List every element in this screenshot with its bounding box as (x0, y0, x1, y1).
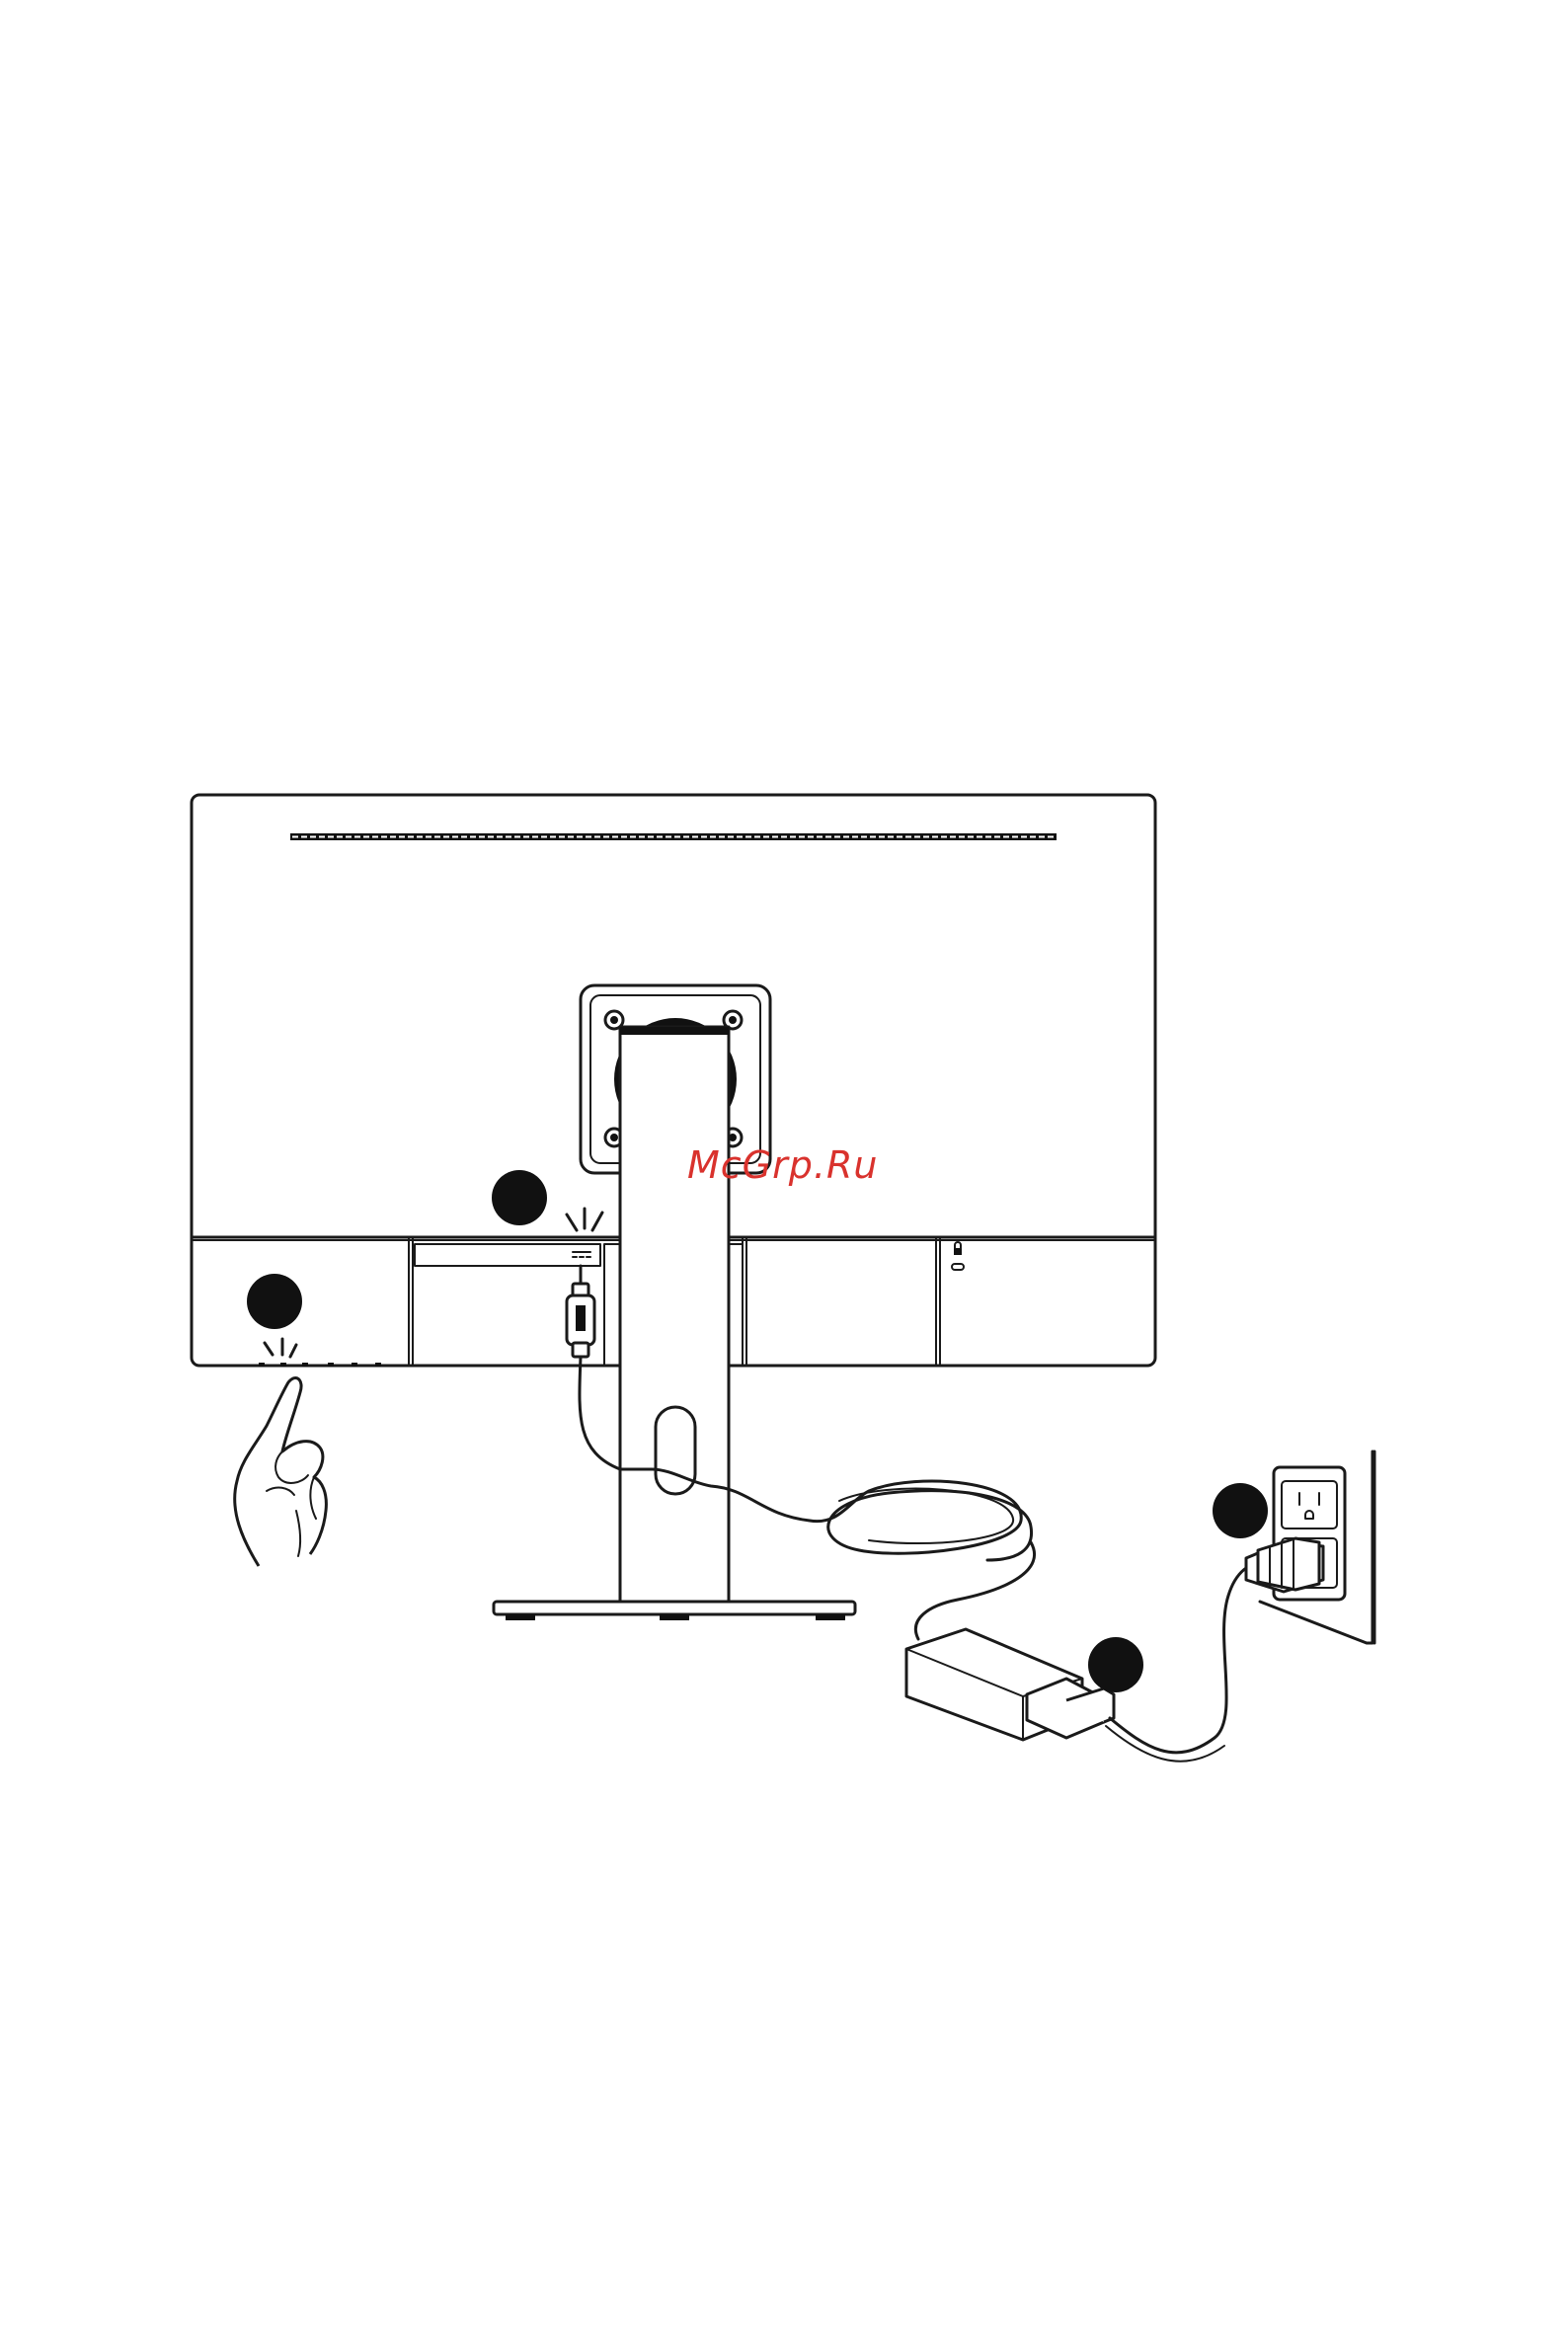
finger-pointing-icon (235, 1377, 327, 1566)
wall-outlet (1246, 1451, 1374, 1643)
step-marker-wall-outlet (1213, 1483, 1268, 1538)
stand-neck (620, 1027, 729, 1605)
power-adapter (906, 1629, 1114, 1740)
stand-base (494, 1602, 855, 1620)
step-marker-power-button (247, 1274, 302, 1329)
step-marker-power-adapter (1088, 1637, 1143, 1692)
watermark-text: McGrp.Ru (687, 1143, 878, 1187)
step-marker-power-jack (492, 1170, 547, 1225)
